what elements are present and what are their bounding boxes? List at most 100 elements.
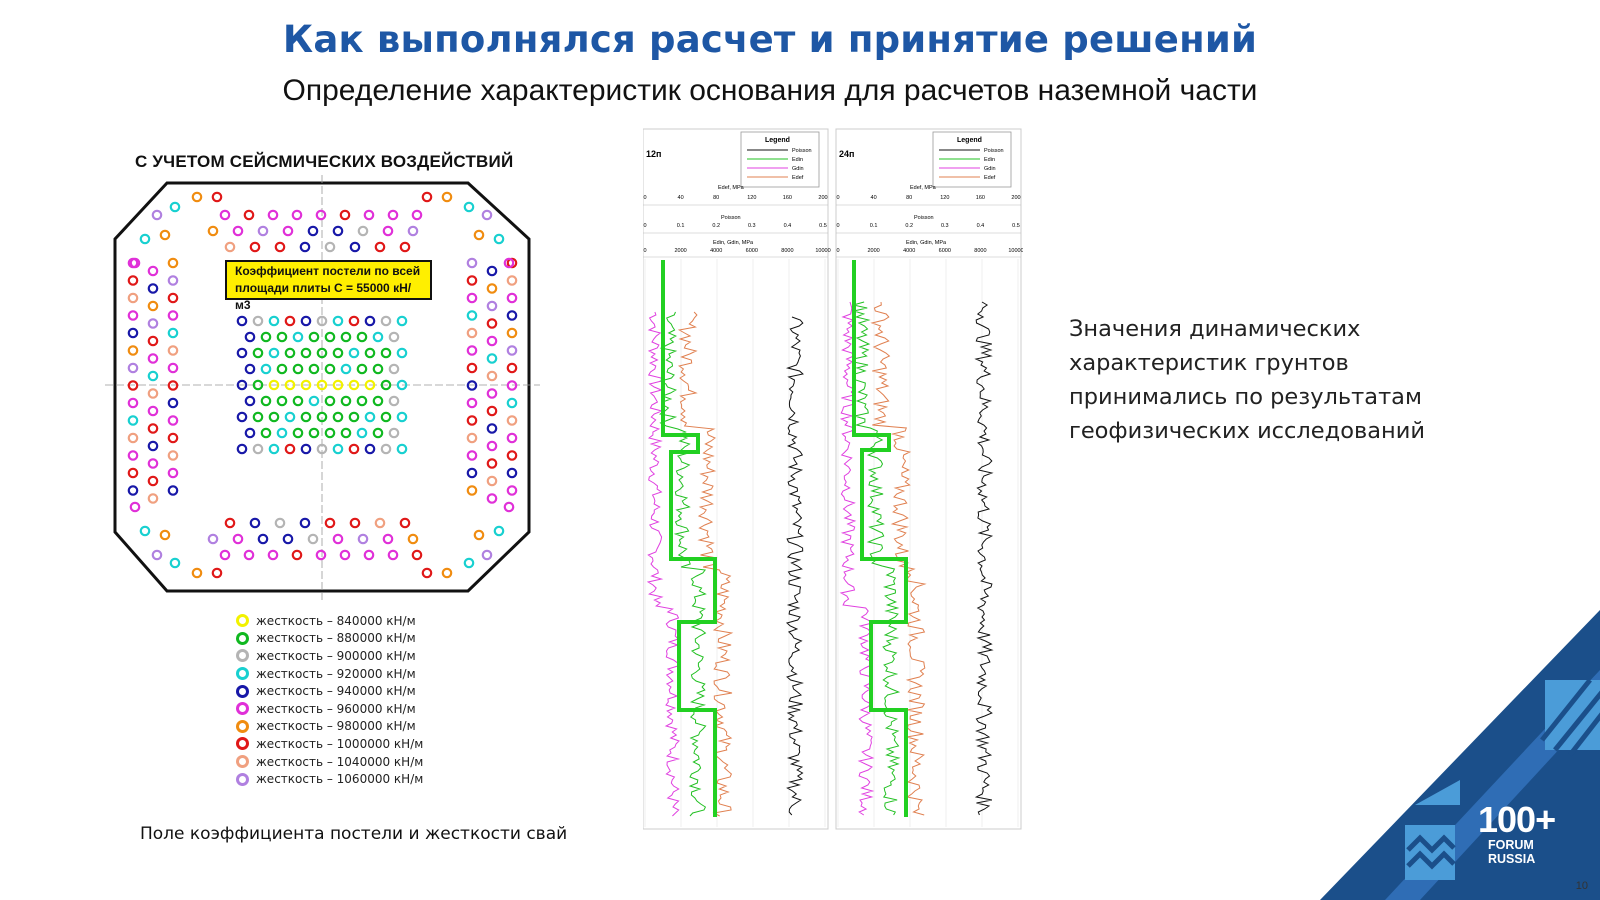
pile-ring [167,327,179,339]
legend-item: жесткость – 1060000 кН/м [236,770,423,788]
pile-ring [127,275,139,286]
log-legend-title: Legend [957,137,982,144]
pile-ring [167,485,179,496]
tick-label: 0 [836,195,839,201]
pile-ring [506,292,518,304]
tick-label: 10000 [1008,248,1023,254]
pile-ring [300,315,312,327]
pile-ring [167,397,179,409]
pile-ring [236,347,248,359]
pile-ring [147,458,159,469]
pile-ring [374,241,386,253]
tick-label: 200 [818,195,827,201]
bed-coefficient-line2: площади плиты C = 55000 кН/м3 [235,281,412,312]
pile-ring [127,345,139,356]
pile-ring [357,225,369,237]
pile-ring [473,529,485,541]
pile-ring [396,411,408,423]
legend-item: жесткость – 920000 кН/м [236,665,423,683]
pile-ring [127,292,139,304]
pile-ring [380,443,392,455]
pile-ring [224,517,236,529]
legend-label: жесткость – 980000 кН/м [256,719,416,734]
pile-ring [252,411,264,423]
ring-icon [236,667,249,681]
tick-label: 160 [783,195,792,201]
tick-label: 0.4 [977,223,985,229]
pile-ring [372,363,384,375]
pile-ring [486,475,498,487]
pile-ring [224,241,236,253]
pile-ring [349,517,361,529]
pile-ring [481,549,493,561]
pile-ring [348,347,360,359]
pile-ring [127,485,139,496]
pile-ring [282,225,294,237]
tick-label: 2000 [674,248,686,254]
legend-label: жесткость – 1040000 кН/м [256,754,424,769]
pile-ring [147,283,159,294]
pile-ring [364,315,376,327]
page-subtitle: Определение характеристик основания для … [282,74,1258,107]
tick-label: 2000 [867,248,879,254]
pile-ring [380,411,392,423]
log-legend-label: Edef [984,175,996,181]
ring-icon [236,737,249,751]
house-roof-icon [1415,780,1460,805]
pile-ring [249,517,261,529]
tick-label: 80 [906,195,912,201]
pile-ring [364,411,376,423]
pile-ring [388,427,400,439]
log-legend-label: Poisson [792,148,812,154]
pile-ring [399,241,411,253]
note-line: геофизических исследований [1069,418,1425,444]
pile-ring [147,265,159,277]
pile-ring [387,209,399,221]
page-number: 10 [1575,880,1588,892]
pile-ring [257,533,269,545]
pile-ring [466,362,478,374]
pile-ring [127,327,139,339]
pile-ring [506,450,518,461]
pile-ring [463,201,475,213]
pile-ring [332,533,344,545]
pile-ring [169,557,181,569]
pile-ring [284,347,296,359]
pile-ring [466,275,478,286]
pile-ring [276,331,288,343]
pile-ring [441,191,453,203]
pile-ring [232,225,244,237]
pile-ring [127,467,139,479]
pile-ring [466,485,478,496]
pile-ring [486,458,498,469]
panel-label: 24п [839,149,854,159]
pile-ring [382,533,394,545]
pile-ring [372,427,384,439]
tick-label: 40 [871,195,877,201]
axis-label: Edef, MPa [718,185,745,191]
pile-ring [129,257,141,269]
pile-ring [407,533,419,545]
axis-label: Edin, Gdin, MPa [713,240,754,246]
pile-ring [127,415,139,426]
pile-ring [466,345,478,356]
pile-ring [316,411,328,423]
pile-ring [506,275,518,286]
pile-ring [284,315,296,327]
pile-ring [396,379,408,391]
pile-ring [292,395,304,407]
pile-ring [357,533,369,545]
pile-ring [372,331,384,343]
pile-ring [268,315,280,327]
pile-ring [284,411,296,423]
log-legend-label: Gdin [792,166,804,172]
pile-ring [315,549,327,561]
pile-ring [493,233,505,245]
pile-ring [503,257,515,269]
pile-ring [191,567,203,579]
hatch-icon [1540,678,1600,757]
pile-ring [463,557,475,569]
forum-corner-decoration [1320,610,1600,900]
tick-label: 8000 [974,248,986,254]
ring-icon [236,649,249,663]
